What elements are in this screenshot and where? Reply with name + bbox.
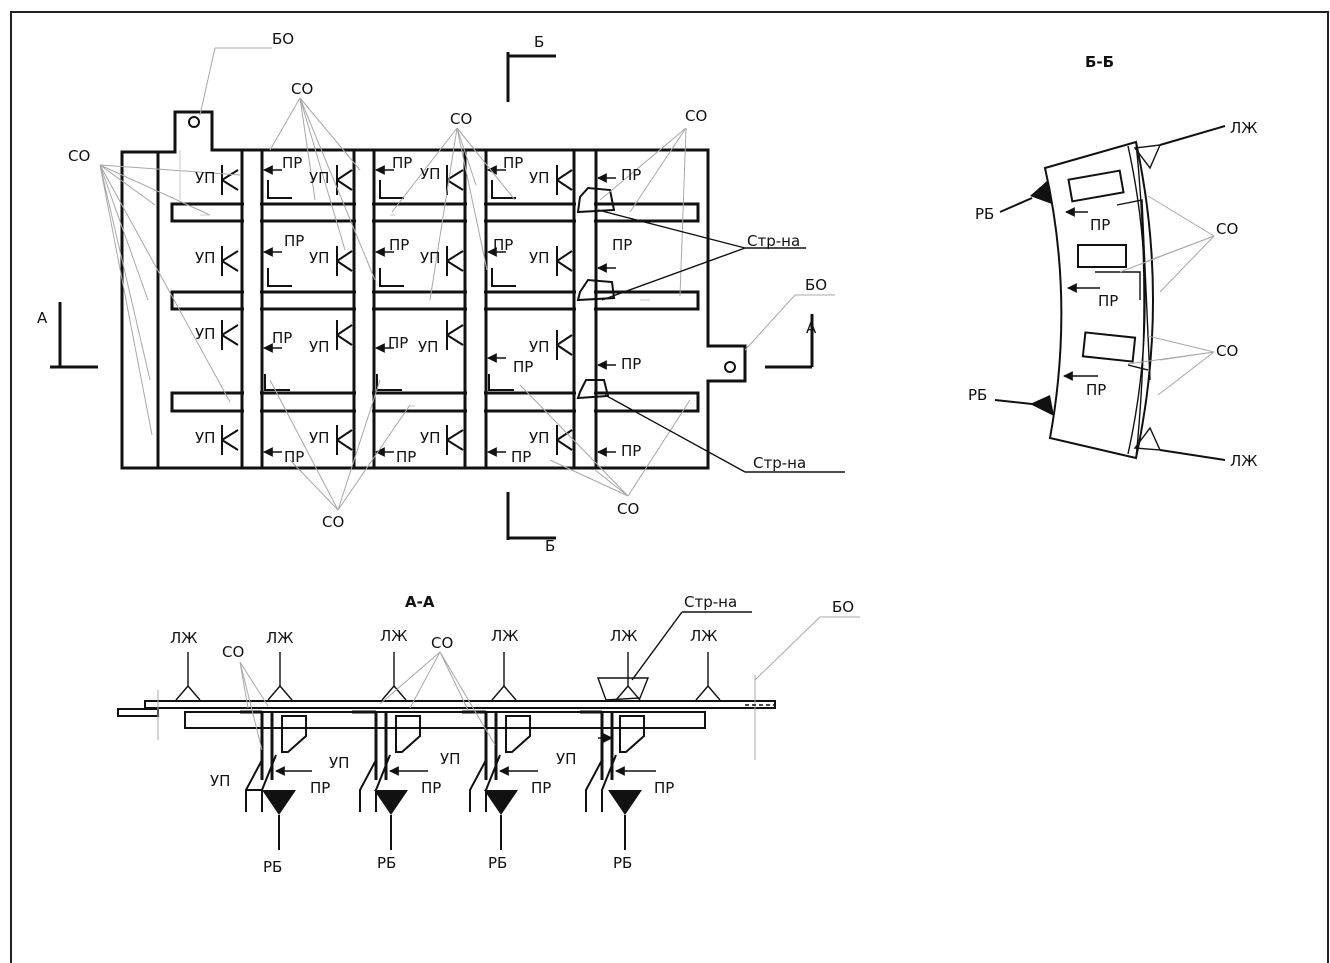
up-label: УП	[529, 429, 549, 447]
up-label: УП	[420, 429, 440, 447]
rb-label: РБ	[968, 386, 987, 404]
up-label: УП	[309, 338, 329, 356]
up-label: УП	[329, 754, 349, 772]
lzh-label: ЛЖ	[491, 627, 518, 645]
pr-label: ПР	[389, 236, 409, 254]
rb-label: РБ	[975, 205, 994, 223]
pr-label: ПР	[421, 779, 441, 797]
up-label: УП	[420, 165, 440, 183]
pr-label: ПР	[621, 442, 641, 460]
plan-outline	[120, 110, 747, 470]
pr-label: ПР	[392, 154, 412, 172]
up-label: УП	[440, 750, 460, 768]
up-label: УП	[195, 325, 215, 343]
pr-label: ПР	[621, 166, 641, 184]
pr-arrows	[263, 165, 616, 457]
pr-label: ПР	[284, 232, 304, 250]
pr-label: ПР	[388, 334, 408, 352]
up-label: УП	[529, 249, 549, 267]
rb-label: РБ	[263, 858, 282, 876]
bo-label: БО	[832, 598, 854, 616]
so-label: СО	[291, 80, 313, 98]
lzh-label: ЛЖ	[380, 627, 407, 645]
up-label: УП	[195, 169, 215, 187]
lzh-label: ЛЖ	[1230, 119, 1257, 137]
up-label: УП	[210, 772, 230, 790]
pr-label: ПР	[282, 154, 302, 172]
up-label: УП	[420, 249, 440, 267]
pr-label: ПР	[284, 448, 304, 466]
lzh-label: ЛЖ	[690, 627, 717, 645]
so-label: СО	[1216, 220, 1238, 238]
rb-label: РБ	[488, 854, 507, 872]
pr-label: ПР	[493, 236, 513, 254]
lzh-label: ЛЖ	[1230, 452, 1257, 470]
rb-label: РБ	[377, 854, 396, 872]
pr-label: ПР	[511, 448, 531, 466]
lzh-label: ЛЖ	[170, 629, 197, 647]
pr-label: ПР	[272, 329, 292, 347]
up-label: УП	[195, 249, 215, 267]
mounting-hole-left	[188, 116, 200, 128]
so-label: СО	[322, 513, 344, 531]
horizontal-ribs	[170, 202, 700, 413]
up-label: УП	[309, 169, 329, 187]
up-label: УП	[195, 429, 215, 447]
section-bb-title: Б-Б	[1085, 53, 1114, 71]
lzh-label: ЛЖ	[266, 629, 293, 647]
mounting-hole-right	[724, 361, 736, 373]
bb-inserts	[1067, 169, 1137, 363]
pr-label: ПР	[1098, 292, 1118, 310]
plan-labels: БО БО СО СО СО СО СО СО Стр-на Стр-на Б …	[37, 30, 827, 555]
page-border	[10, 11, 1329, 963]
pr-label: ПР	[1090, 216, 1110, 234]
aa-lzh-triangles	[175, 652, 721, 701]
strna-leaders	[597, 209, 845, 473]
cut-a-label: А	[806, 319, 817, 337]
lzh-label: ЛЖ	[610, 627, 637, 645]
cut-markers	[50, 52, 814, 540]
strna-label: Стр-на	[684, 593, 737, 611]
strna-label: Стр-на	[753, 454, 806, 472]
cut-a-label: А	[37, 309, 48, 327]
up-label: УП	[309, 429, 329, 447]
rb-label: РБ	[613, 854, 632, 872]
so-label: СО	[1216, 342, 1238, 360]
bo-label: БО	[805, 276, 827, 294]
pr-label: ПР	[612, 236, 632, 254]
up-label: УП	[309, 249, 329, 267]
so-label: СО	[617, 500, 639, 518]
aa-top-plate	[144, 700, 776, 709]
pr-label: ПР	[621, 355, 641, 373]
pr-label: ПР	[503, 154, 523, 172]
so-label: СО	[431, 634, 453, 652]
cut-b-label: Б	[534, 33, 544, 51]
pr-label: ПР	[396, 448, 416, 466]
up-label: УП	[529, 338, 549, 356]
so-label: СО	[450, 110, 472, 128]
l-brackets	[264, 180, 616, 400]
plan-view: БО БО СО СО СО СО СО СО Стр-на Стр-на Б …	[37, 30, 845, 555]
section-aa-title: А-А	[405, 593, 435, 611]
plan-leaders	[99, 47, 835, 511]
pr-label: ПР	[654, 779, 674, 797]
section-bb-view: Б-Б	[968, 53, 1257, 470]
pr-label: ПР	[513, 358, 533, 376]
strna-label: Стр-на	[747, 232, 800, 250]
up-label: УП	[556, 750, 576, 768]
cut-b-label: Б	[545, 537, 555, 555]
up-label: УП	[418, 338, 438, 356]
so-label: СО	[68, 147, 90, 165]
section-aa-view: А-А	[117, 593, 860, 876]
up-label: УП	[529, 169, 549, 187]
aa-stems	[240, 710, 614, 780]
aa-rb-triangles	[262, 790, 642, 815]
so-label: СО	[685, 107, 707, 125]
pr-label: ПР	[531, 779, 551, 797]
so-label: СО	[222, 643, 244, 661]
bo-label: БО	[272, 30, 294, 48]
pr-label: ПР	[310, 779, 330, 797]
pr-label: ПР	[1086, 381, 1106, 399]
